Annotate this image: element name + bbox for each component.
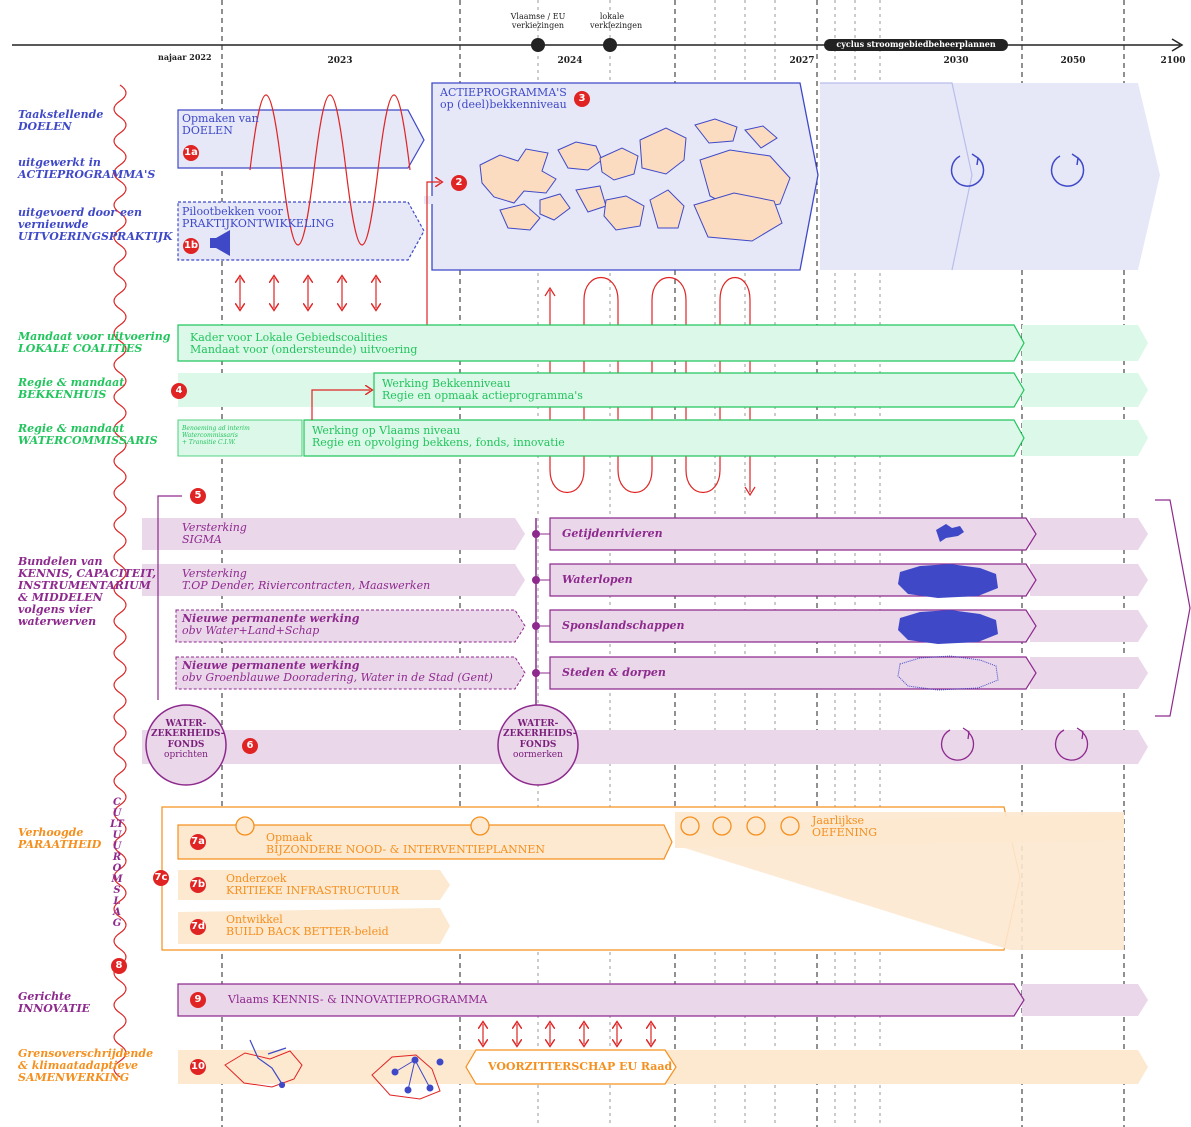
election-marker [603,38,617,52]
werf-getijden-text: Getijdenrivieren [562,527,663,540]
step-7b-badge: 7b [190,877,206,893]
fonds-oormerken-circle [497,704,579,786]
nood-plannen-bar [177,824,673,860]
steden-map [897,655,999,691]
step-9-badge: 9 [190,992,206,1008]
step-3-badge: 3 [574,91,590,107]
getijden-map [936,524,964,542]
election-marker [531,38,545,52]
cultuur-squiggle [113,84,127,1078]
step-10-badge: 10 [190,1059,206,1075]
year-2050: 2050 [1060,56,1086,66]
werf-steden-bar [549,656,1037,690]
werf-steden-text: Steden & dorpen [562,666,666,679]
fonds-oprichten-circle [145,704,227,786]
year-2030: 2030 [943,56,969,66]
year-2027: 2027 [789,56,815,66]
bekkenniveau-bar [373,372,1025,408]
river-map-1 [224,1050,303,1088]
build-back-bar [178,908,450,944]
step-1b-badge: 1b [183,238,199,254]
label-cultuuromslag: CULTUUROMSLAG [110,797,124,929]
step-8-badge: 8 [111,958,127,974]
nieuw1-bar [175,609,526,643]
step-7c-badge: 7c [153,870,169,886]
step-1a-badge: 1a [183,145,199,161]
voorzitterschap-text: VOORZITTERSCHAP EU Raad [488,1060,673,1073]
blue-longterm-bar [820,83,1160,270]
cycle-label: cyclus stroomgebiedbeheerplannen [836,39,996,49]
step-6-badge: 6 [242,738,258,754]
year-2022: najaar 2022 [158,52,212,62]
river-map-2 [371,1054,441,1100]
megaphone-icon [210,230,230,256]
step-4-badge: 4 [171,383,187,399]
innovatie-text: Vlaams KENNIS- & INNOVATIEPROGRAMMA [228,993,488,1006]
kritieke-infra-bar [178,870,450,900]
year-2023: 2023 [327,56,353,66]
voorzitterschap-box [465,1049,677,1085]
vlaams-niveau-bar [303,419,1025,457]
step-2-badge: 2 [451,175,467,191]
fonds-bar [142,730,1148,764]
step-7a-badge: 7a [190,834,206,850]
werf-waterlopen-text: Waterlopen [562,573,633,586]
basins-map [479,118,791,242]
werf-getijden-bar [549,517,1037,551]
step-5-badge: 5 [190,488,206,504]
step-7d-badge: 7d [190,919,206,935]
innovatie-bar [177,983,1025,1017]
doelen-bar [177,109,425,169]
year-2024: 2024 [557,56,583,66]
year-2100: 2100 [1160,56,1186,66]
spons-map [898,610,998,644]
waterlopen-map [898,564,998,598]
werf-spons-text: Sponslandschappen [562,619,685,632]
feedback-arrows [240,278,651,1044]
event-eu-verkiezingen: Vlaamse / EU verkiezingen [510,12,566,31]
sigma-bar [142,518,525,550]
event-lokale-verkiezingen: lokale verkiezingen [590,12,643,31]
nieuw2-bar [175,656,526,690]
lokale-coalities-bar [177,324,1025,362]
cycle-pill [824,39,1008,51]
iteration-wave [249,94,411,246]
top-bar [142,564,525,596]
oefening-icons [235,816,800,836]
